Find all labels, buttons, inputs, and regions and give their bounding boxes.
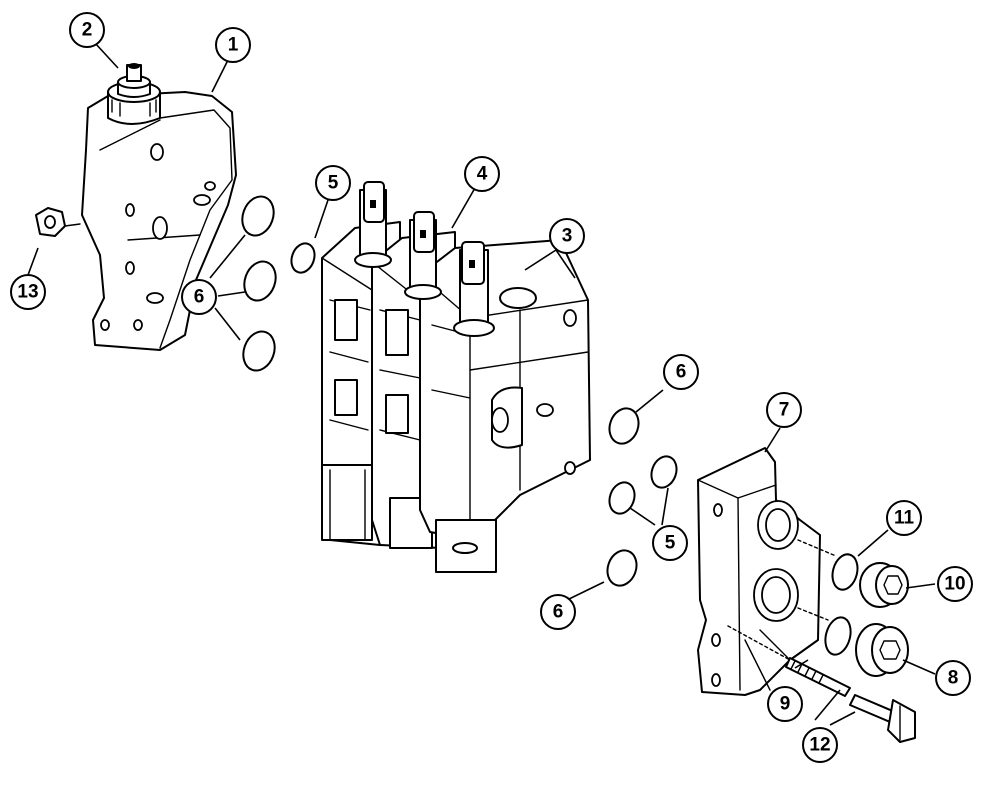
svg-text:12: 12	[809, 735, 830, 756]
svg-text:5: 5	[665, 533, 676, 554]
callout-7: 7	[766, 392, 802, 428]
plug-o-ring-11	[797, 539, 859, 656]
stud-part-9	[727, 625, 851, 697]
callout-6-left: 6	[181, 279, 217, 315]
o-rings-right	[606, 407, 678, 587]
callout-1: 1	[215, 27, 251, 63]
callout-8: 8	[935, 660, 971, 696]
callout-4: 4	[464, 156, 500, 192]
o-rings-left	[241, 195, 316, 372]
plug-part-8	[855, 623, 909, 677]
callout-5-lower: 5	[652, 525, 688, 561]
svg-text:2: 2	[82, 20, 93, 41]
svg-text:10: 10	[944, 574, 965, 595]
svg-text:6: 6	[194, 287, 205, 308]
svg-text:3: 3	[562, 226, 573, 247]
nut-part-13	[35, 207, 81, 237]
callout-11: 11	[886, 500, 922, 536]
callout-2: 2	[69, 12, 105, 48]
svg-text:4: 4	[477, 164, 488, 185]
callout-9: 9	[767, 686, 803, 722]
callout-5-upper: 5	[315, 165, 351, 201]
callout-13: 13	[10, 274, 46, 310]
svg-text:5: 5	[328, 173, 339, 194]
callout-6-upper-right: 6	[663, 354, 699, 390]
svg-text:11: 11	[894, 508, 915, 529]
svg-text:13: 13	[17, 282, 38, 303]
svg-text:8: 8	[948, 668, 959, 689]
spool-3	[453, 241, 537, 337]
callout-3: 3	[549, 218, 585, 254]
spool-2	[404, 211, 442, 300]
spool-1	[354, 181, 392, 268]
outlet-end-cover	[697, 447, 821, 696]
callout-12: 12	[802, 727, 838, 763]
svg-text:6: 6	[676, 362, 687, 383]
callout-6-lower: 6	[540, 594, 576, 630]
relief-valve-cap	[107, 63, 161, 125]
svg-text:9: 9	[780, 694, 791, 715]
svg-text:7: 7	[779, 400, 790, 421]
leader-lines	[27, 42, 936, 726]
bolt-part-12	[849, 694, 916, 743]
plug-part-10	[859, 562, 909, 608]
svg-text:1: 1	[228, 35, 239, 56]
inlet-end-cover	[81, 91, 237, 351]
svg-text:6: 6	[553, 602, 564, 623]
valve-section-3-outlet	[419, 239, 591, 573]
callout-10: 10	[937, 566, 973, 602]
